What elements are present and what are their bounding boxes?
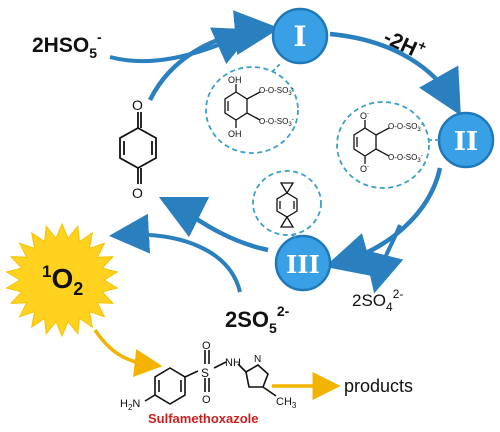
sulfamethoxazole-o-top: O: [202, 340, 211, 352]
structure-intermediate-2: [353, 120, 390, 164]
benzoquinone-o-bottom: O: [132, 185, 143, 201]
proton-label: -2H+: [380, 22, 430, 64]
svg-text:III: III: [286, 250, 320, 279]
intermediate-2-peroxy-top: O-O-SO3-: [388, 122, 423, 133]
intermediate-1-oh-top: OH: [228, 75, 242, 85]
intermediate-2-o-top: O-: [360, 111, 369, 121]
intermediate-1-oh-bottom: OH: [228, 129, 242, 139]
proton-release-arrow: [345, 60, 400, 63]
sulfamethoxazole-o-bottom: O: [202, 394, 211, 406]
intermediate-2-peroxy-bottom: O-O-SO3-: [388, 153, 423, 164]
structure-intermediate-1: [224, 84, 261, 128]
intermediate-2-o-bottom: O-: [360, 164, 369, 174]
drug-name-label: Sulfamethoxazole: [148, 411, 259, 426]
bubble-intermediate-3: [252, 170, 322, 239]
sulfamethoxazole-sulfur: S: [201, 366, 209, 380]
cycle-arc-top-right: [329, 31, 461, 116]
intermediate-node-3: III: [274, 234, 332, 292]
so5-label: 2SO52-: [225, 303, 290, 336]
products-label: products: [344, 376, 413, 396]
svg-text:I: I: [293, 20, 306, 53]
intermediate-node-1: I: [271, 7, 329, 65]
sulfamethoxazole-structure: [144, 350, 277, 405]
structure-intermediate-3: [276, 182, 298, 228]
singlet-oxygen-label: 1O2: [42, 262, 83, 299]
hso5-label: 2HSO5-: [32, 29, 102, 61]
cycle-arc-left-top: [147, 10, 280, 102]
sulfamethoxazole-ring-n: N: [254, 354, 261, 365]
sulfamethoxazole-nh: NH: [225, 357, 241, 369]
cycle-arc-right-bottom: [324, 167, 443, 277]
benzoquinone-structure: [119, 112, 157, 184]
bubble-intermediate-2: [336, 101, 440, 189]
sulfamethoxazole-amine: H2N: [120, 398, 140, 412]
svg-text:II: II: [454, 127, 478, 157]
intermediate-node-2: II: [437, 111, 495, 169]
bubble-intermediate-1: [205, 61, 299, 154]
sulfamethoxazole-methyl: CH3: [276, 396, 297, 410]
so4-release-arrow: [364, 224, 404, 294]
intermediate-1-peroxy-bottom: O-O-SO3-: [259, 117, 294, 128]
so4-label: 2SO42-: [352, 287, 403, 314]
benzoquinone-o-top: O: [132, 97, 143, 113]
singlet-oxygen-release-arrow: [109, 213, 242, 293]
oxidation-arrow: [93, 329, 163, 377]
cycle-arc-bottom-left: [158, 196, 269, 253]
hso5-input-arrow: [109, 27, 255, 65]
intermediate-1-peroxy-top: O-O-SO3-: [259, 86, 294, 97]
singlet-oxygen-sun: [5, 222, 119, 338]
